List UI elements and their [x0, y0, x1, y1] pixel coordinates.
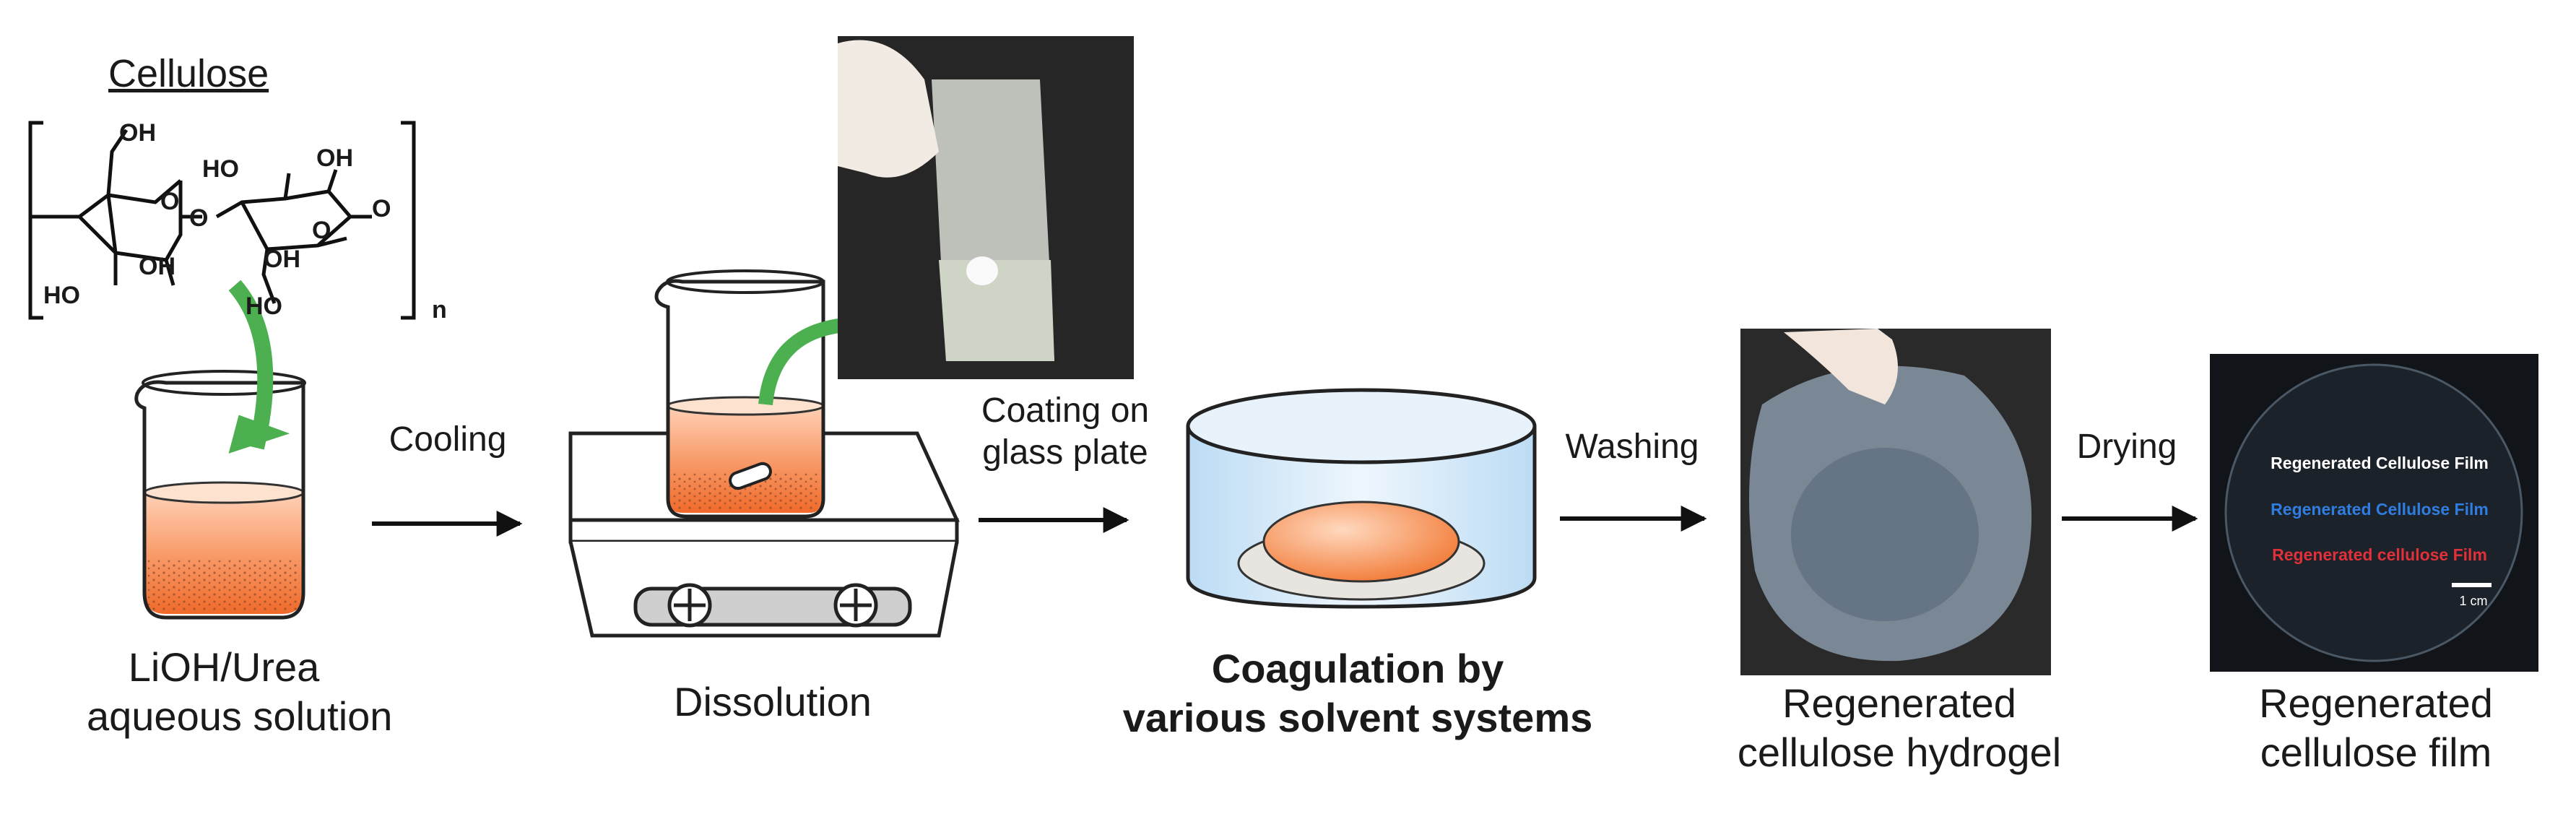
linker-oxygen: O — [372, 195, 391, 222]
arrow-label-washing: Washing — [1565, 428, 1699, 466]
arrow-label-coating: Coating on glass plate — [981, 391, 1150, 472]
label-film: Regenerated cellulose film — [2259, 680, 2493, 775]
repeat-n: n — [432, 296, 447, 324]
oh-group: OH — [119, 119, 156, 147]
cellulose-structure — [28, 121, 416, 320]
linker-oxygen: O — [189, 204, 209, 232]
oh-group: OH — [264, 246, 300, 273]
right-bracket — [401, 121, 416, 320]
film-photo — [2210, 354, 2538, 672]
coagulation-bath — [1186, 388, 1537, 609]
film-text-red: Regenerated cellulose Film — [2272, 545, 2487, 564]
stirrer-with-beaker — [568, 269, 960, 638]
green-arrow-down — [228, 280, 274, 450]
arrow-label-drying: Drying — [2076, 428, 2177, 466]
oh-group: HO — [202, 155, 239, 183]
arrow-label-cooling: Cooling — [389, 420, 507, 459]
left-bracket — [28, 121, 43, 320]
beaker-solution — [134, 280, 306, 620]
film-text-blue: Regenerated Cellulose Film — [2271, 500, 2489, 519]
ring-oxygen: O — [312, 217, 331, 244]
label-solution: LiOH/Urea aqueous solution — [87, 644, 393, 739]
film-scale-label: 1 cm — [2459, 594, 2488, 608]
hydrogel-photo — [1740, 329, 2051, 675]
ring-oxygen: O — [160, 188, 180, 215]
oh-group: HO — [43, 282, 80, 309]
beaker-photo — [838, 36, 1134, 379]
oh-group: HO — [246, 293, 282, 320]
green-arrow-up — [758, 318, 846, 406]
ring-left — [29, 179, 183, 262]
oh-group: OH — [139, 253, 175, 280]
label-hydrogel: Regenerated cellulose hydrogel — [1737, 680, 2062, 775]
label-dissolution: Dissolution — [674, 679, 872, 724]
cellulose-title: Cellulose — [108, 52, 269, 95]
label-coagulation: Coagulation by various solvent systems — [1122, 646, 1593, 740]
film-text-white: Regenerated Cellulose Film — [2271, 454, 2489, 472]
oh-group: OH — [316, 144, 353, 172]
